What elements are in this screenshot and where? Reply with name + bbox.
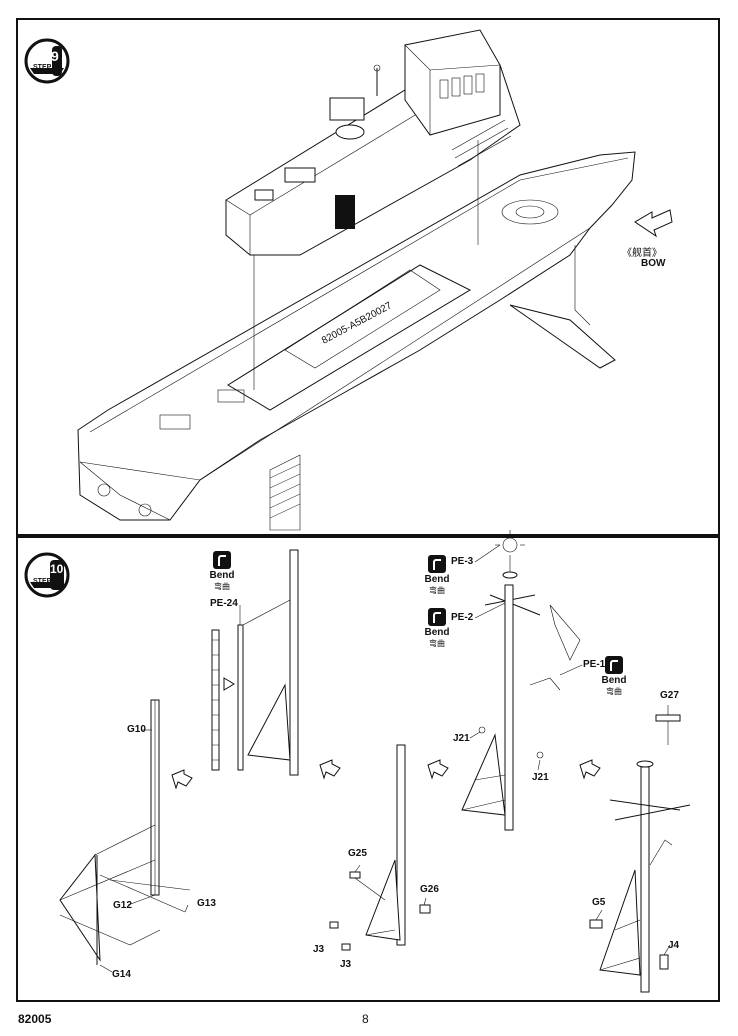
bend-label: Bend	[424, 574, 450, 585]
bend-icon	[605, 656, 623, 674]
step-10-badge: STEP 10	[24, 552, 70, 598]
assembly-mast-pe	[461, 530, 581, 831]
part-label-j21-b: J21	[532, 772, 549, 783]
part-label-g10: G10	[127, 724, 146, 735]
step-9-badge: STEP 9	[24, 38, 70, 84]
assembly-pe24	[211, 549, 299, 776]
part-label-g13: G13	[197, 898, 216, 909]
step-word: STEP	[33, 64, 52, 71]
part-label-g12: G12	[113, 900, 132, 911]
step-word: STEP	[33, 578, 52, 585]
superstructure	[225, 29, 521, 256]
part-label-pe1: PE-1	[583, 659, 606, 670]
bend-label: Bend	[424, 627, 450, 638]
step-number: 9	[51, 48, 59, 64]
assembly-mast-g10	[59, 699, 191, 965]
bend-label-zh: 弯曲	[429, 586, 445, 595]
bend-label-zh: 弯曲	[214, 582, 230, 591]
bend-label-zh: 弯曲	[606, 687, 622, 696]
ship-hull	[77, 151, 636, 531]
part-label-j4: J4	[668, 940, 680, 951]
part-label-g14: G14	[112, 969, 131, 980]
bow-arrow-icon	[634, 209, 673, 238]
arrow-icon	[579, 759, 601, 780]
bend-label: Bend	[601, 675, 627, 686]
arrow-icon	[171, 769, 193, 790]
bend-icon-pe1: Bend 弯曲	[594, 656, 634, 697]
arrow-icon	[427, 759, 449, 780]
part-label-j21-a: J21	[453, 733, 470, 744]
bend-label-zh: 弯曲	[429, 639, 445, 648]
product-code: 82005	[18, 1012, 52, 1026]
bend-icon	[428, 555, 446, 573]
part-label-j3-b: J3	[340, 959, 352, 970]
bend-icon	[428, 608, 446, 626]
part-label-pe24: PE-24	[210, 598, 238, 609]
step-10-panel	[16, 536, 720, 1002]
arrow-icon	[319, 759, 341, 780]
part-label-g5: G5	[592, 897, 606, 908]
part-label-g25: G25	[348, 848, 367, 859]
part-label-j3-a: J3	[313, 944, 325, 955]
page-number: 8	[362, 1012, 369, 1026]
assembly-mast-g25	[329, 744, 431, 951]
bend-icon-pe2: Bend 弯曲	[417, 608, 457, 649]
bend-label: Bend	[209, 570, 235, 581]
part-label-g27: G27	[660, 690, 679, 701]
bow-label-chinese: 《舰首》	[622, 248, 662, 259]
bend-icon-pe3: Bend 弯曲	[417, 555, 457, 596]
step-number: 10	[50, 562, 64, 576]
part-label-pe3: PE-3	[451, 556, 474, 567]
bow-label: BOW	[641, 258, 666, 269]
bend-icon-pe24: Bend 弯曲	[202, 551, 242, 592]
part-label-pe2: PE-2	[451, 612, 474, 623]
part-label-g26: G26	[420, 884, 439, 895]
bend-icon	[213, 551, 231, 569]
